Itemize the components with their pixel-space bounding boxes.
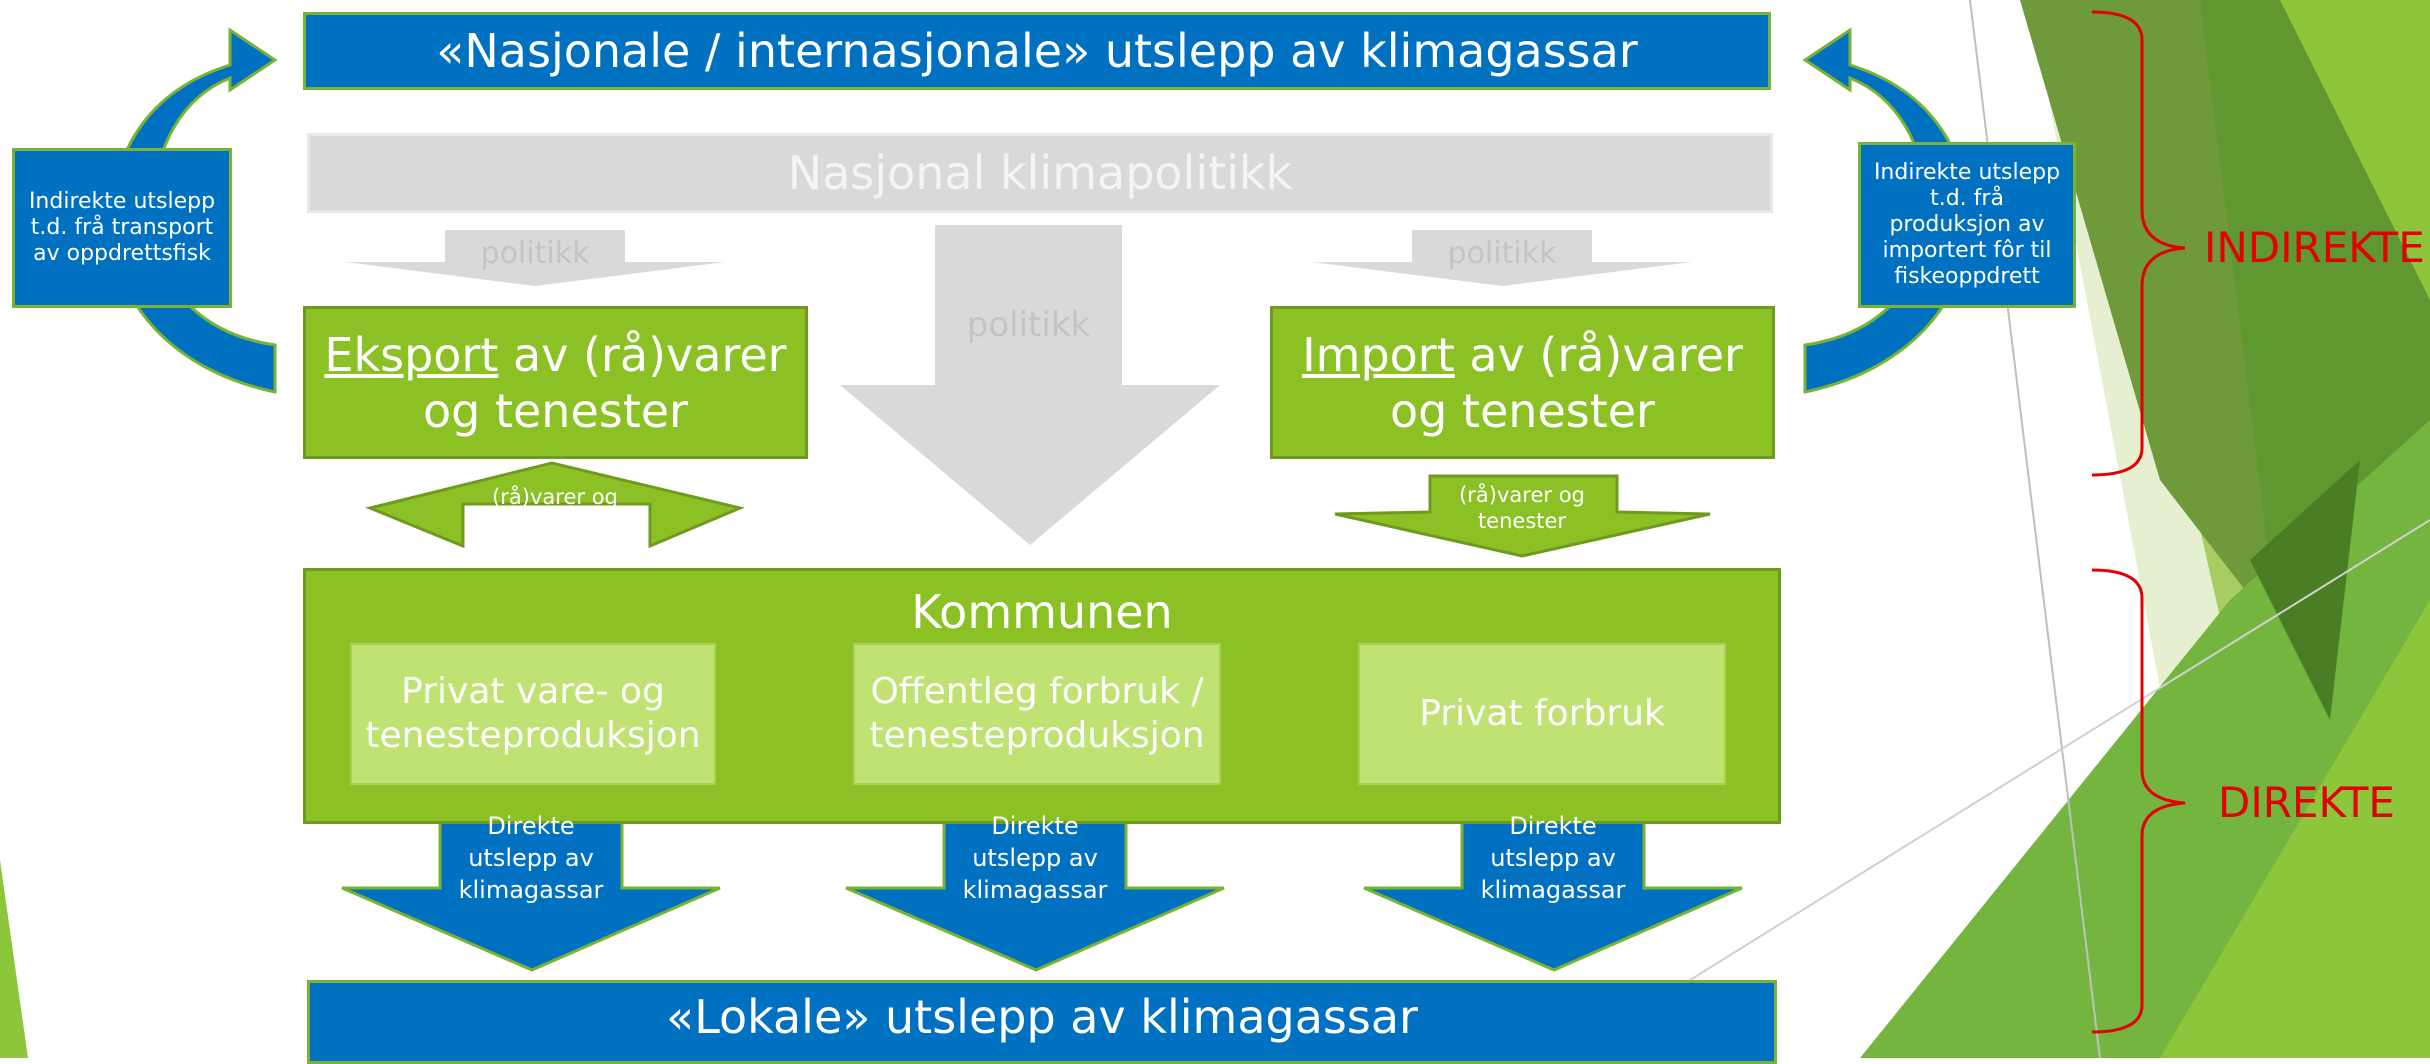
import-line1: Import av (rå)varer: [1302, 327, 1743, 383]
import-rest: av (rå)varer: [1454, 327, 1743, 382]
sector-private-production-label: Privat vare- og tenesteproduksjon: [365, 671, 701, 756]
brace-indirekte: [2091, 10, 2186, 477]
goods-label-import: (rå)varer og tenester: [1459, 483, 1585, 533]
national-policy-label: Nasjonal klimapolitikk: [787, 146, 1293, 200]
decor-facet-shadow: [2250, 460, 2360, 720]
decor-facet-left: [0, 860, 28, 1058]
policy-label-right: politikk: [1447, 236, 1557, 271]
national-emissions-label: «Nasjonale / internasjonale» utslepp av …: [436, 24, 1638, 78]
indirect-feed-box: Indirekte utslepp t.d. frå produksjon av…: [1858, 142, 2076, 308]
national-policy-bar: Nasjonal klimapolitikk: [307, 133, 1773, 213]
brace-direkte: [2091, 568, 2186, 1034]
indirect-label: INDIREKTE: [2204, 223, 2425, 272]
sector-public-consumption: Offentleg forbruk / tenesteproduksjon: [853, 643, 1221, 785]
goods-arrow-import: [1334, 474, 1711, 558]
policy-arrow-center: [840, 225, 1220, 545]
decor-line-2: [1689, 519, 2430, 981]
decor-facet-bottom-right: [2160, 600, 2430, 1058]
export-line1: Eksport av (rå)varer: [324, 327, 786, 383]
decor-facet-dark: [2020, 0, 2330, 700]
policy-arrow-right: [1312, 230, 1692, 286]
sector-private-consumption-label: Privat forbruk: [1419, 693, 1665, 734]
direct-label-2: Direkte utslepp av klimagassar: [962, 812, 1108, 904]
municipality-title: Kommunen: [911, 585, 1173, 639]
national-emissions-bar: «Nasjonale / internasjonale» utslepp av …: [303, 12, 1771, 90]
import-box: Import av (rå)varer og tenester: [1270, 306, 1775, 459]
goods-arrow-export: [365, 461, 745, 549]
policy-arrow-left: [345, 230, 725, 286]
direct-label: DIREKTE: [2218, 778, 2395, 827]
export-line2: og tenester: [423, 383, 688, 438]
sector-private-consumption: Privat forbruk: [1358, 643, 1726, 785]
indirect-feed-label: Indirekte utslepp t.d. frå produksjon av…: [1873, 160, 2061, 289]
policy-label-center: politikk: [966, 305, 1091, 345]
import-keyword: Import: [1302, 327, 1455, 382]
policy-label-left: politikk: [480, 236, 590, 271]
direct-label-1: Direkte utslepp av klimagassar: [458, 812, 604, 904]
decor-facet-top: [2280, 0, 2430, 300]
local-emissions-label: «Lokale» utslepp av klimagassar: [666, 990, 1418, 1044]
export-box: Eksport av (rå)varer og tenester: [303, 306, 808, 459]
sector-public-consumption-label: Offentleg forbruk / tenesteproduksjon: [869, 671, 1205, 756]
import-line2: og tenester: [1390, 383, 1655, 438]
goods-label-export: (rå)varer og tenester: [492, 485, 618, 535]
direct-label-3: Direkte utslepp av klimagassar: [1480, 812, 1626, 904]
export-keyword: Eksport: [324, 327, 499, 382]
sector-private-production: Privat vare- og tenesteproduksjon: [350, 643, 716, 785]
export-rest: av (rå)varer: [498, 327, 787, 382]
indirect-transport-label: Indirekte utslepp t.d. frå transport av …: [28, 189, 216, 266]
local-emissions-bar: «Lokale» utslepp av klimagassar: [307, 980, 1777, 1064]
indirect-transport-box: Indirekte utslepp t.d. frå transport av …: [12, 148, 232, 308]
